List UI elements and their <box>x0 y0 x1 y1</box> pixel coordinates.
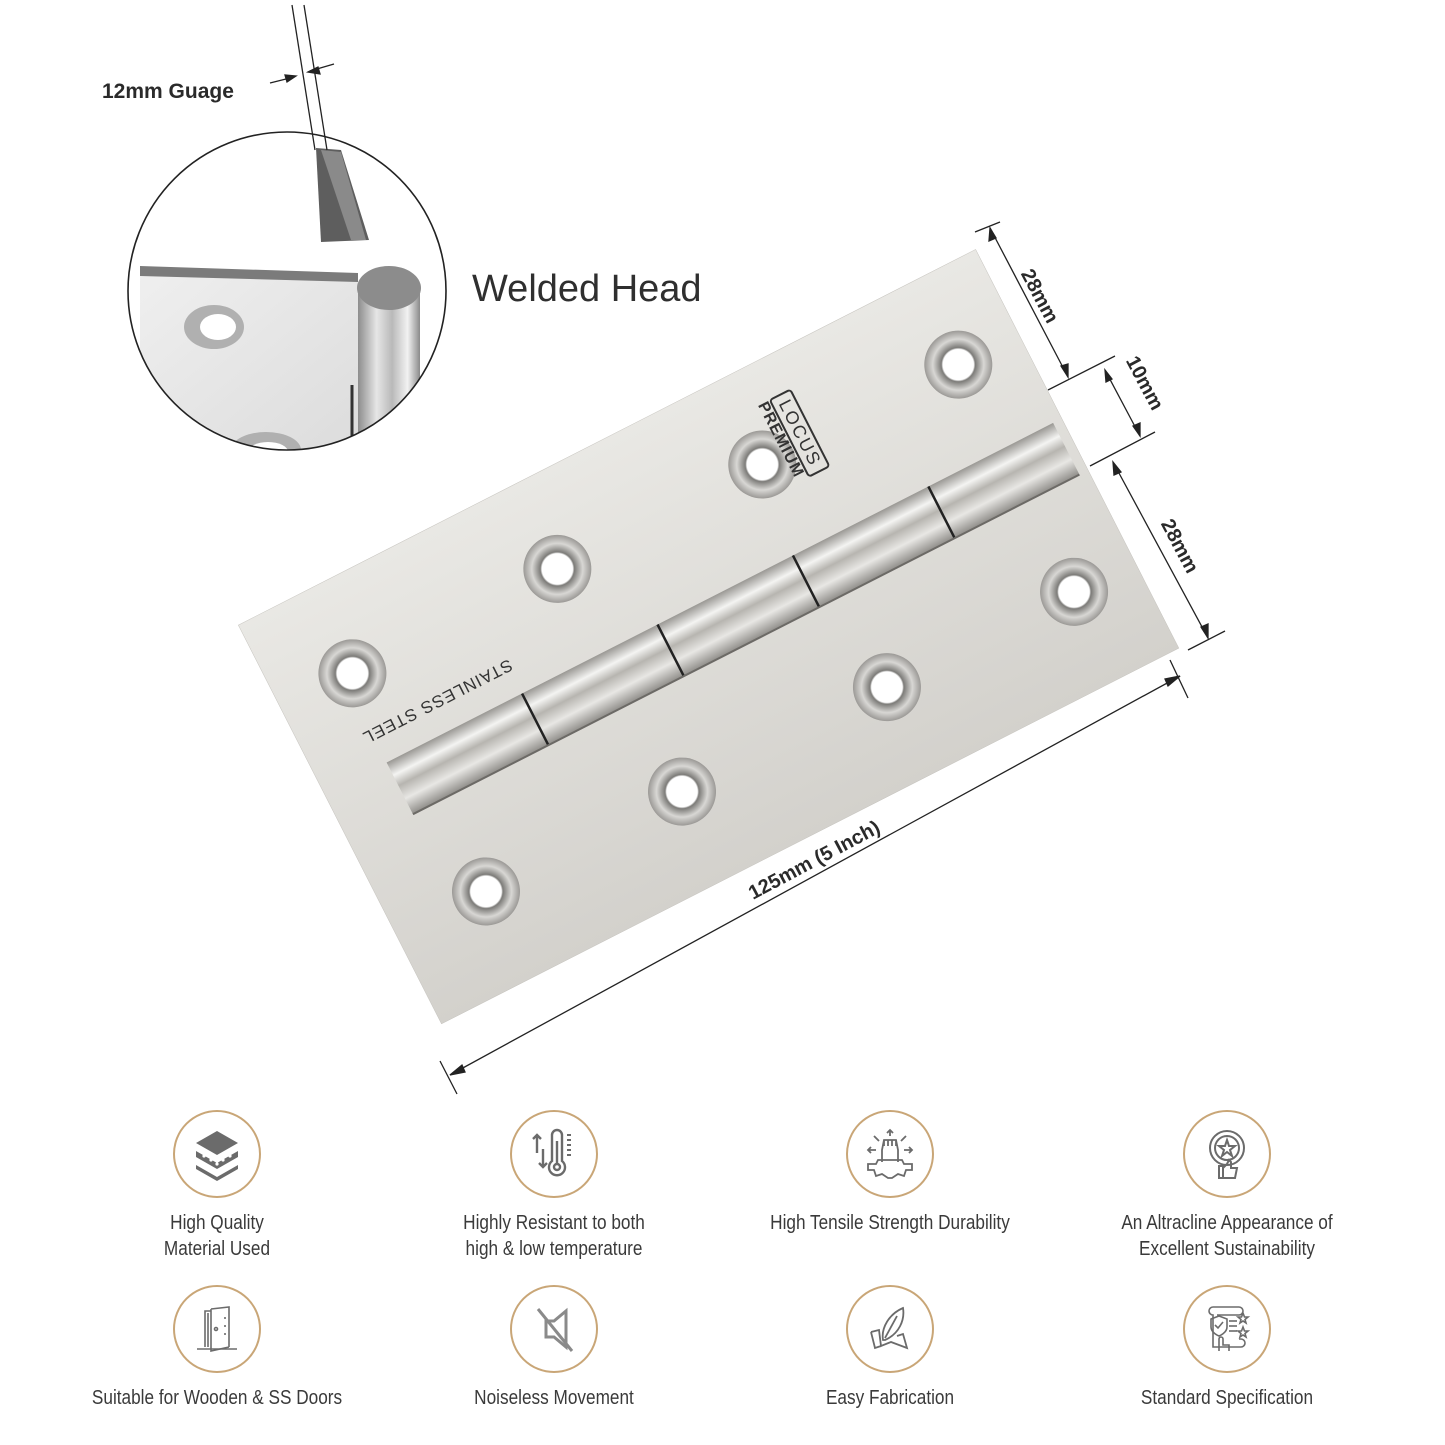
feature-caption: Standard Specification <box>1081 1385 1373 1411</box>
caption-line: High Tensile Strength Durability <box>770 1212 1010 1234</box>
welded-head-detail-inset <box>126 130 448 452</box>
hinge-product-image: STAINLESS STEEL LOCUS PREMIUM <box>238 249 1180 1025</box>
caption-line: Standard Specification <box>1140 1387 1314 1409</box>
thermometer-icon <box>532 1128 571 1177</box>
feature-ring <box>1183 1285 1271 1373</box>
caption-line: Material Used <box>163 1238 271 1260</box>
feature-temperature-resistant: Highly Resistant to both high & low temp… <box>384 1110 724 1262</box>
feature-caption: Highly Resistant to both high & low temp… <box>408 1210 700 1262</box>
feature-caption: Suitable for Wooden & SS Doors <box>71 1385 363 1411</box>
gauge-label: 12mm Guage <box>102 80 234 103</box>
caption-line: Highly Resistant to both <box>463 1212 645 1234</box>
feature-tensile-strength: High Tensile Strength Durability <box>720 1110 1060 1236</box>
feature-ring <box>846 1110 934 1198</box>
feather-paper-icon <box>870 1306 909 1350</box>
feature-ring <box>173 1110 261 1198</box>
dim-knuckle: 10mm <box>1121 352 1168 414</box>
caption-line: Noiseless Movement <box>474 1387 634 1409</box>
welded-head-label: Welded Head <box>472 268 702 310</box>
layers-icon <box>196 1131 238 1181</box>
dim-leaf-top: 28mm <box>1016 265 1063 327</box>
feature-standard-specification: Standard Specification <box>1057 1285 1397 1411</box>
caption-line: high & low temperature <box>465 1238 643 1260</box>
feature-caption: High Tensile Strength Durability <box>744 1210 1036 1236</box>
caption-line: Suitable for Wooden & SS Doors <box>91 1387 343 1409</box>
door-icon <box>197 1306 237 1352</box>
caption-line: Easy Fabrication <box>825 1387 955 1409</box>
dim-leaf-bottom: 28mm <box>1156 515 1203 577</box>
feature-ring <box>1183 1110 1271 1198</box>
caption-line: Excellent Sustainability <box>1139 1238 1315 1260</box>
feature-high-quality-material: High Quality Material Used <box>47 1110 387 1262</box>
feature-ring <box>846 1285 934 1373</box>
screw-holes <box>318 330 1109 926</box>
fist-gear-icon <box>866 1128 914 1179</box>
caption-line: High Quality <box>170 1212 264 1234</box>
mute-speaker-icon <box>536 1307 574 1352</box>
feature-caption: Easy Fabrication <box>744 1385 1036 1411</box>
certificate-scroll-icon <box>1208 1306 1251 1351</box>
feature-ring <box>510 1285 598 1373</box>
feature-easy-fabrication: Easy Fabrication <box>720 1285 1060 1411</box>
feature-ring <box>173 1285 261 1373</box>
feature-door-compatibility: Suitable for Wooden & SS Doors <box>47 1285 387 1411</box>
welded-head-closeup-image <box>127 131 447 451</box>
medal-thumbs-up-icon <box>1209 1130 1245 1179</box>
feature-appearance-sustainability: An Altracline Appearance of Excellent Su… <box>1057 1110 1397 1262</box>
feature-ring <box>510 1110 598 1198</box>
feature-noiseless: Noiseless Movement <box>384 1285 724 1411</box>
feature-caption: High Quality Material Used <box>71 1210 363 1262</box>
caption-line: An Altracline Appearance of <box>1121 1212 1333 1234</box>
feature-caption: Noiseless Movement <box>408 1385 700 1411</box>
feature-caption: An Altracline Appearance of Excellent Su… <box>1081 1210 1373 1262</box>
